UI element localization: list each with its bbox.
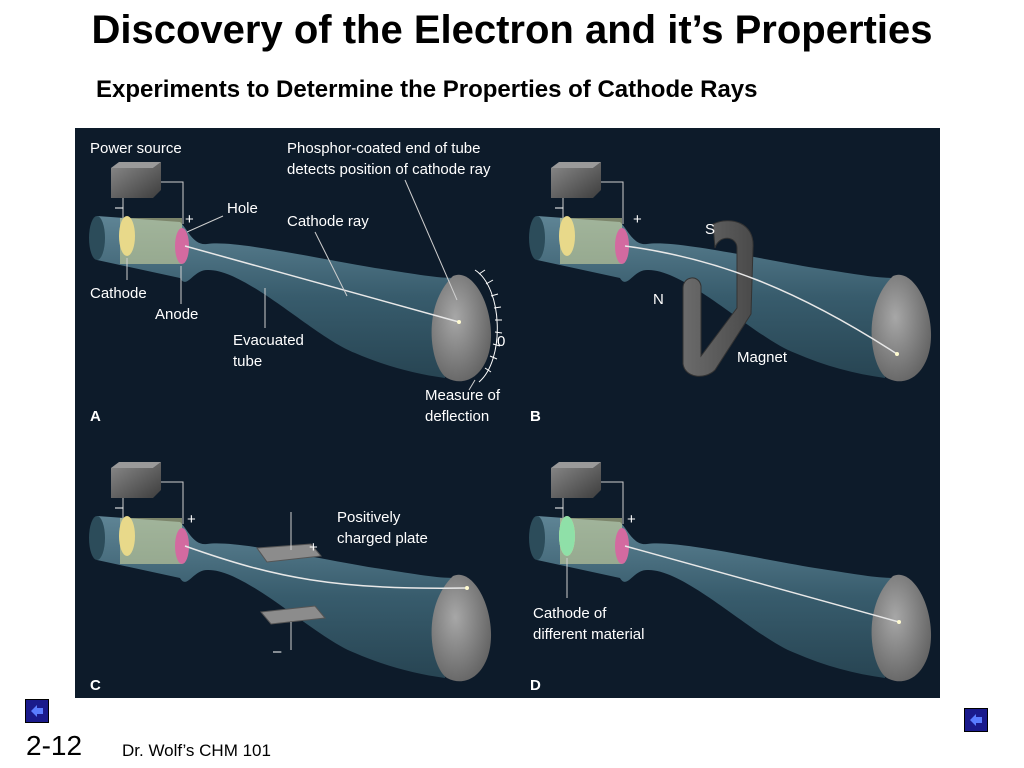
- next-slide-button[interactable]: [964, 708, 988, 732]
- panel-letter-c: C: [90, 677, 101, 694]
- label-c-minus: –: [115, 499, 124, 516]
- panel-c: – + Positively charged plate + – C: [89, 462, 492, 694]
- slide-title: Discovery of the Electron and it’s Prope…: [91, 8, 933, 52]
- label-anode: Anode: [155, 306, 198, 323]
- label-measure-1: Measure of: [425, 387, 501, 404]
- deflection-scale: [474, 269, 498, 383]
- deflected-beam-c: [184, 545, 468, 589]
- label-hole: Hole: [227, 200, 258, 217]
- panel-b: – + S N Magnet B: [529, 162, 932, 425]
- phosphor-screen: [431, 274, 492, 382]
- label-c-plus: +: [187, 511, 196, 528]
- diagram-svg: Power source Phosphor-coated end of tube…: [89, 140, 932, 694]
- label-magnet: Magnet: [737, 349, 788, 366]
- panel-letter-d: D: [530, 677, 541, 694]
- label-cathode-ray: Cathode ray: [287, 213, 369, 230]
- label-cathode-alt-1: Cathode of: [533, 605, 607, 622]
- slide-number: 2-12: [26, 730, 83, 761]
- label-evacuated-2: tube: [233, 353, 262, 370]
- label-plate-1: Positively: [337, 509, 401, 526]
- label-phosphor-2: detects position of cathode ray: [287, 161, 491, 178]
- label-north: N: [653, 291, 664, 308]
- panel-d: – + Cathode of different material D: [529, 462, 932, 694]
- label-cathode-alt-2: different material: [533, 626, 644, 643]
- label-plate-plus: +: [309, 539, 318, 556]
- prev-slide-button[interactable]: [25, 699, 49, 723]
- label-d-plus: +: [627, 511, 636, 528]
- alternate-cathode: [559, 516, 575, 556]
- back-arrow-icon: [31, 705, 43, 717]
- label-south: S: [705, 221, 715, 238]
- label-a-plus: +: [185, 211, 194, 228]
- footer-text: Dr. Wolf’s CHM 101: [122, 741, 271, 760]
- back-arrow-icon: [970, 714, 982, 726]
- label-plate-2: charged plate: [337, 530, 428, 547]
- label-power-source: Power source: [90, 140, 182, 157]
- panel-a: Power source Phosphor-coated end of tube…: [89, 140, 505, 425]
- label-zero: 0: [497, 333, 505, 350]
- label-b-plus: +: [633, 211, 642, 228]
- cathode-ray-beam-d: [624, 545, 900, 623]
- deflected-beam: [624, 245, 898, 355]
- positive-plate: [256, 543, 322, 563]
- cathode-ray-beam: [184, 245, 460, 323]
- horseshoe-magnet: [682, 220, 754, 377]
- panel-letter-a: A: [90, 408, 101, 425]
- label-cathode: Cathode: [90, 285, 147, 302]
- label-measure-2: deflection: [425, 408, 489, 425]
- label-phosphor-1: Phosphor-coated end of tube: [287, 140, 480, 157]
- label-plate-minus: –: [273, 643, 282, 660]
- slide-subtitle: Experiments to Determine the Properties …: [96, 76, 758, 103]
- label-b-minus: –: [555, 199, 564, 216]
- cathode-ray-diagram: Power source Phosphor-coated end of tube…: [75, 128, 940, 698]
- label-a-minus: –: [115, 199, 124, 216]
- negative-plate: [260, 605, 326, 625]
- label-d-minus: –: [555, 499, 564, 516]
- panel-letter-b: B: [530, 408, 541, 425]
- label-evacuated-1: Evacuated: [233, 332, 304, 349]
